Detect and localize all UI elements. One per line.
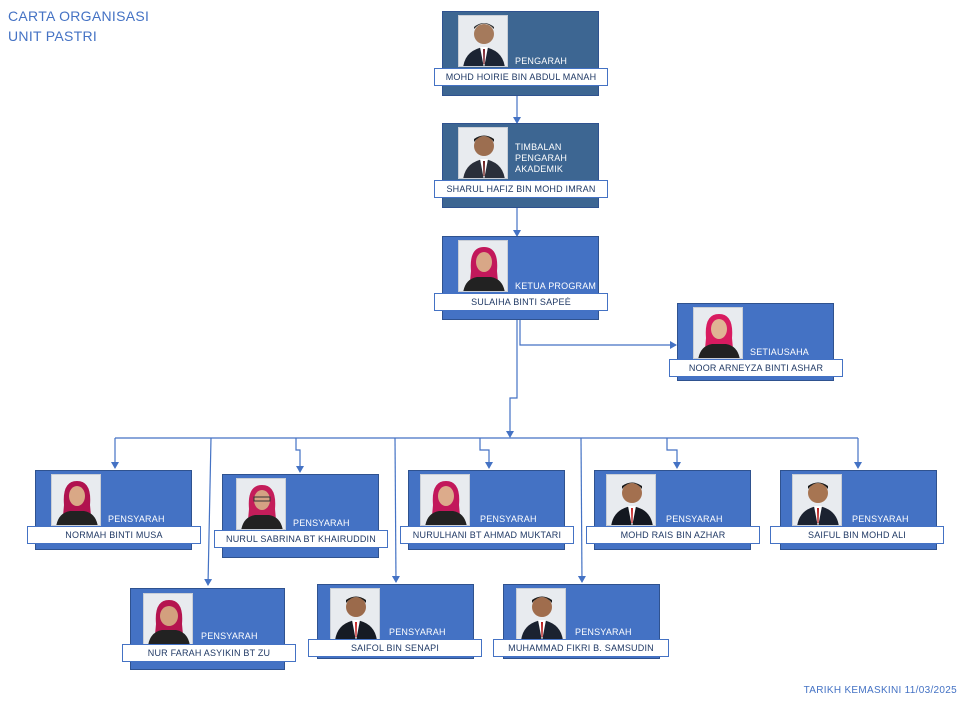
role-label: PENSYARAH	[389, 627, 446, 637]
card-lecturer: PENSYARAH NURUL SABRINA BT KHAIRUDDIN	[214, 474, 388, 558]
card-director: PENGARAH MOHD HOIRIE BIN ABDUL MANAH	[434, 11, 608, 96]
chart-title-line2: UNIT PASTRI	[8, 28, 98, 44]
line-to-nurulhani	[479, 438, 493, 469]
line-to-rais	[666, 438, 681, 469]
role-label: TIMBALAN PENGARAH AKADEMIK	[515, 142, 568, 174]
man-portrait-icon	[516, 588, 566, 640]
card-lecturer: PENSYARAH NURULHANI BT AHMAD MUKTARI	[400, 470, 574, 550]
name-label: MOHD HOIRIE BIN ABDUL MANAH	[434, 68, 608, 86]
name-label: NURULHANI BT AHMAD MUKTARI	[400, 526, 574, 544]
chart-title-line1: CARTA ORGANISASI	[8, 8, 150, 24]
line-to-sabrina	[295, 438, 304, 473]
role-label: PENSYARAH	[480, 514, 537, 524]
name-label: SAIFOL BIN SENAPI	[308, 639, 482, 657]
role-label: PENSYARAH	[108, 514, 165, 524]
man-portrait-icon	[330, 588, 380, 640]
line-head-secretary	[519, 320, 677, 349]
woman-portrait-icon	[143, 593, 193, 645]
card-lecturer: PENSYARAH NORMAH BINTI MUSA	[27, 470, 201, 550]
chart-title: CARTA ORGANISASI UNIT PASTRI	[8, 6, 149, 46]
card-lecturer: PENSYARAH SAIFUL BIN MOHD ALI	[770, 470, 944, 550]
card-lecturer: PENSYARAH NUR FARAH ASYIKIN BT ZU	[122, 588, 296, 670]
role-label: PENSYARAH	[575, 627, 632, 637]
card-lecturer: PENSYARAH SAIFOL BIN SENAPI	[308, 584, 482, 659]
role-label: PENSYARAH	[201, 631, 258, 641]
line-head-down	[506, 320, 518, 438]
card-program-head: KETUA PROGRAM SULAIHA BINTI SAPEĖ	[434, 236, 608, 320]
line-to-farah	[204, 437, 213, 586]
role-label: PENGARAH	[515, 56, 568, 66]
card-deputy: TIMBALAN PENGARAH AKADEMIK SHARUL HAFIZ …	[434, 123, 608, 208]
name-label: SHARUL HAFIZ BIN MOHD IMRAN	[434, 180, 608, 198]
role-label: KETUA PROGRAM	[515, 281, 597, 291]
role-label: PENSYARAH	[293, 518, 350, 528]
name-label: MOHD RAIS BIN AZHAR	[586, 526, 760, 544]
name-label: SAIFUL BIN MOHD ALI	[770, 526, 944, 544]
card-lecturer: PENSYARAH MUHAMMAD FIKRI B. SAMSUDIN	[493, 584, 669, 659]
card-lecturer: PENSYARAH MOHD RAIS BIN AZHAR	[586, 470, 760, 550]
name-label: NOOR ARNEYZA BINTI ASHAR	[669, 359, 843, 377]
woman-portrait-icon	[236, 478, 286, 530]
woman-portrait-icon	[693, 307, 743, 359]
name-label: NORMAH BINTI MUSA	[27, 526, 201, 544]
man-portrait-icon	[792, 474, 842, 526]
man-portrait-icon	[458, 127, 508, 179]
last-updated-label: TARIKH KEMASKINI 11/03/2025	[803, 685, 957, 696]
role-label: SETIAUSAHA	[750, 347, 810, 357]
name-label: NUR FARAH ASYIKIN BT ZU	[122, 644, 296, 662]
woman-portrait-icon	[420, 474, 470, 526]
line-to-fikri	[577, 437, 586, 583]
name-label: SULAIHA BINTI SAPEĖ	[434, 293, 608, 311]
role-label: PENSYARAH	[852, 514, 909, 524]
line-to-saifol	[391, 437, 400, 583]
card-secretary: SETIAUSAHA NOOR ARNEYZA BINTI ASHAR	[669, 303, 843, 381]
man-portrait-icon	[458, 15, 508, 67]
woman-portrait-icon	[51, 474, 101, 526]
woman-portrait-icon	[458, 240, 508, 292]
man-portrait-icon	[606, 474, 656, 526]
name-label: MUHAMMAD FIKRI B. SAMSUDIN	[493, 639, 669, 657]
role-label: PENSYARAH	[666, 514, 723, 524]
name-label: NURUL SABRINA BT KHAIRUDDIN	[214, 530, 388, 548]
